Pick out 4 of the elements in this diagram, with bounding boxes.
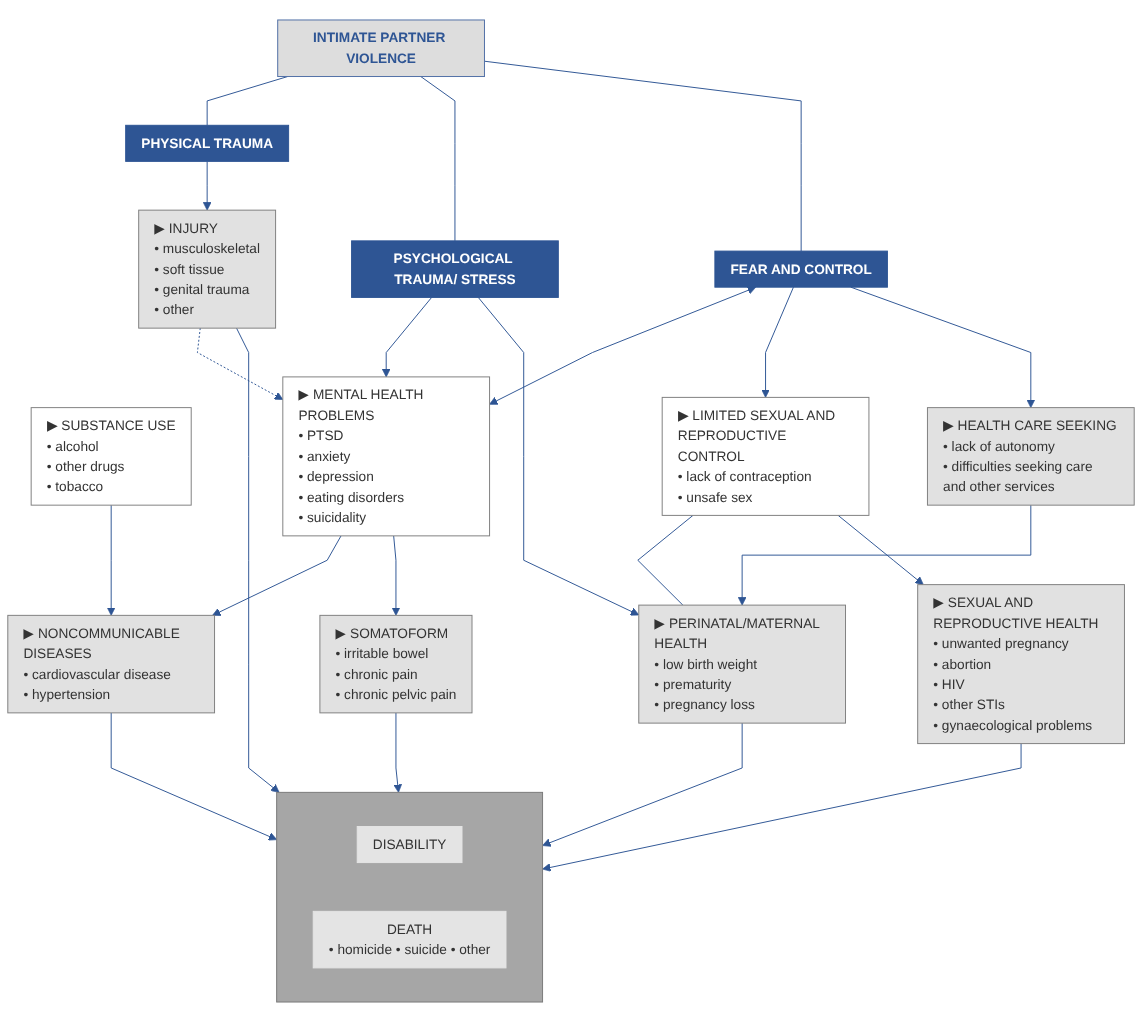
connector	[420, 76, 456, 242]
cluster	[276, 791, 544, 1003]
connector	[483, 60, 802, 252]
connector	[206, 76, 289, 126]
